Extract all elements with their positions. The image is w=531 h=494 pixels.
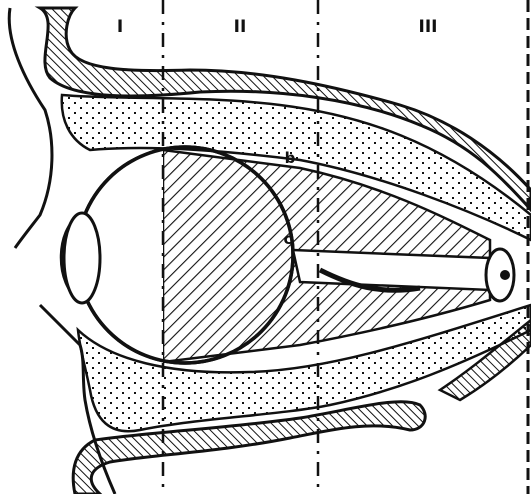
zone-label-2: II [234,17,247,37]
zone-label-3: III [419,17,438,37]
label-c: c [284,230,293,248]
label-b: b [285,149,296,167]
lens [64,213,100,303]
zone-label-1: I [117,17,123,37]
